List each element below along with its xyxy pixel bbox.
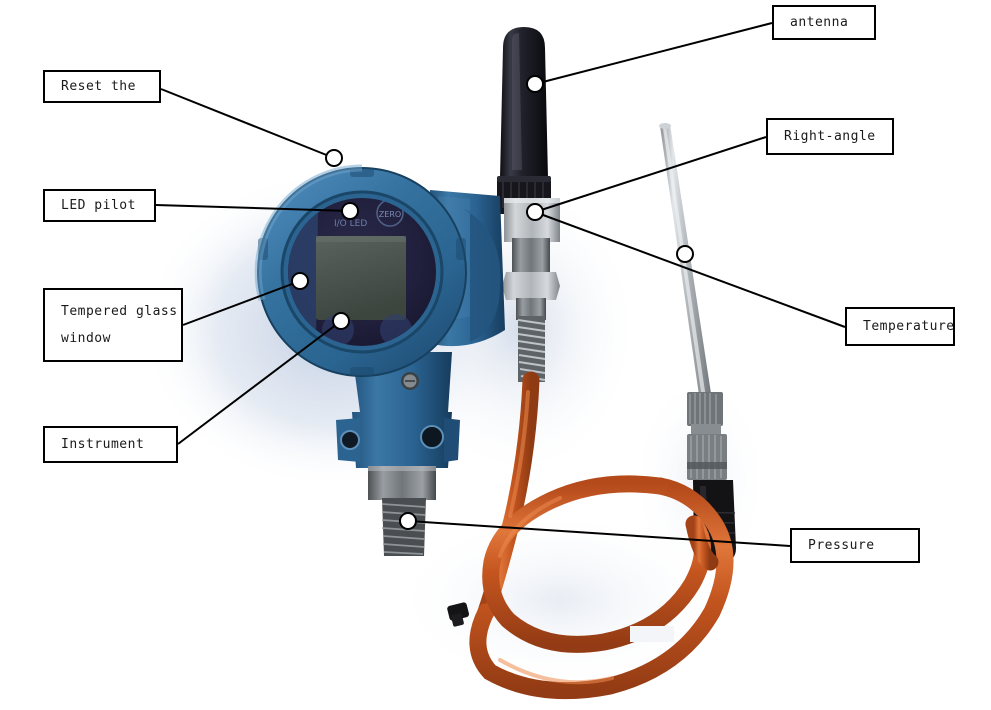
process-connection <box>368 466 436 556</box>
callout-label-antenna-text: antenna <box>790 14 849 30</box>
callout-label-right-angle-text: Right-angle <box>784 128 876 144</box>
callout-label-instrument-text: Instrument <box>61 436 145 452</box>
callout-label-tempered-glass-window[interactable]: Tempered glass window <box>43 288 183 362</box>
callout-label-reset-text: Reset the <box>61 78 136 94</box>
callout-label-reset[interactable]: Reset the <box>43 70 161 103</box>
callout-label-temperature[interactable]: Temperature <box>845 307 955 346</box>
io-led-label: I/O LED <box>334 219 367 229</box>
ring-text-bottom: IN EXPLOSIVE ATMOSPHERE <box>0 0 291 4</box>
cable-tie <box>447 602 470 627</box>
mounting-bracket <box>336 412 460 468</box>
callout-label-right-angle[interactable]: Right-angle <box>766 118 894 155</box>
paper-tag <box>630 626 674 642</box>
callout-label-pressure[interactable]: Pressure <box>790 528 920 563</box>
process-cable <box>469 371 734 700</box>
callout-label-led-pilot-text: LED pilot <box>61 197 136 213</box>
callout-label-temperature-text: Temperature <box>863 318 955 334</box>
callout-label-tempered-glass-line2: window <box>61 331 111 346</box>
callout-label-instrument[interactable]: Instrument <box>43 426 178 463</box>
lcd-display <box>316 236 406 320</box>
zero-label: ZERO <box>379 210 401 219</box>
antenna <box>497 27 551 214</box>
callout-label-pressure-text: Pressure <box>808 537 875 553</box>
housing-ring-text: KEEP TIGHT WHEN CIRCUIT ALIVE IN EXPLOSI… <box>0 0 352 4</box>
callout-label-tempered-glass-line1: Tempered glass <box>61 303 178 319</box>
callout-label-led-pilot[interactable]: LED pilot <box>43 189 156 222</box>
probe-collar-upper <box>687 392 723 426</box>
callout-label-antenna[interactable]: antenna <box>772 5 876 40</box>
probe-collar-main <box>687 434 727 480</box>
ring-text-top: KEEP TIGHT WHEN CIRCUIT ALIVE <box>0 0 352 4</box>
